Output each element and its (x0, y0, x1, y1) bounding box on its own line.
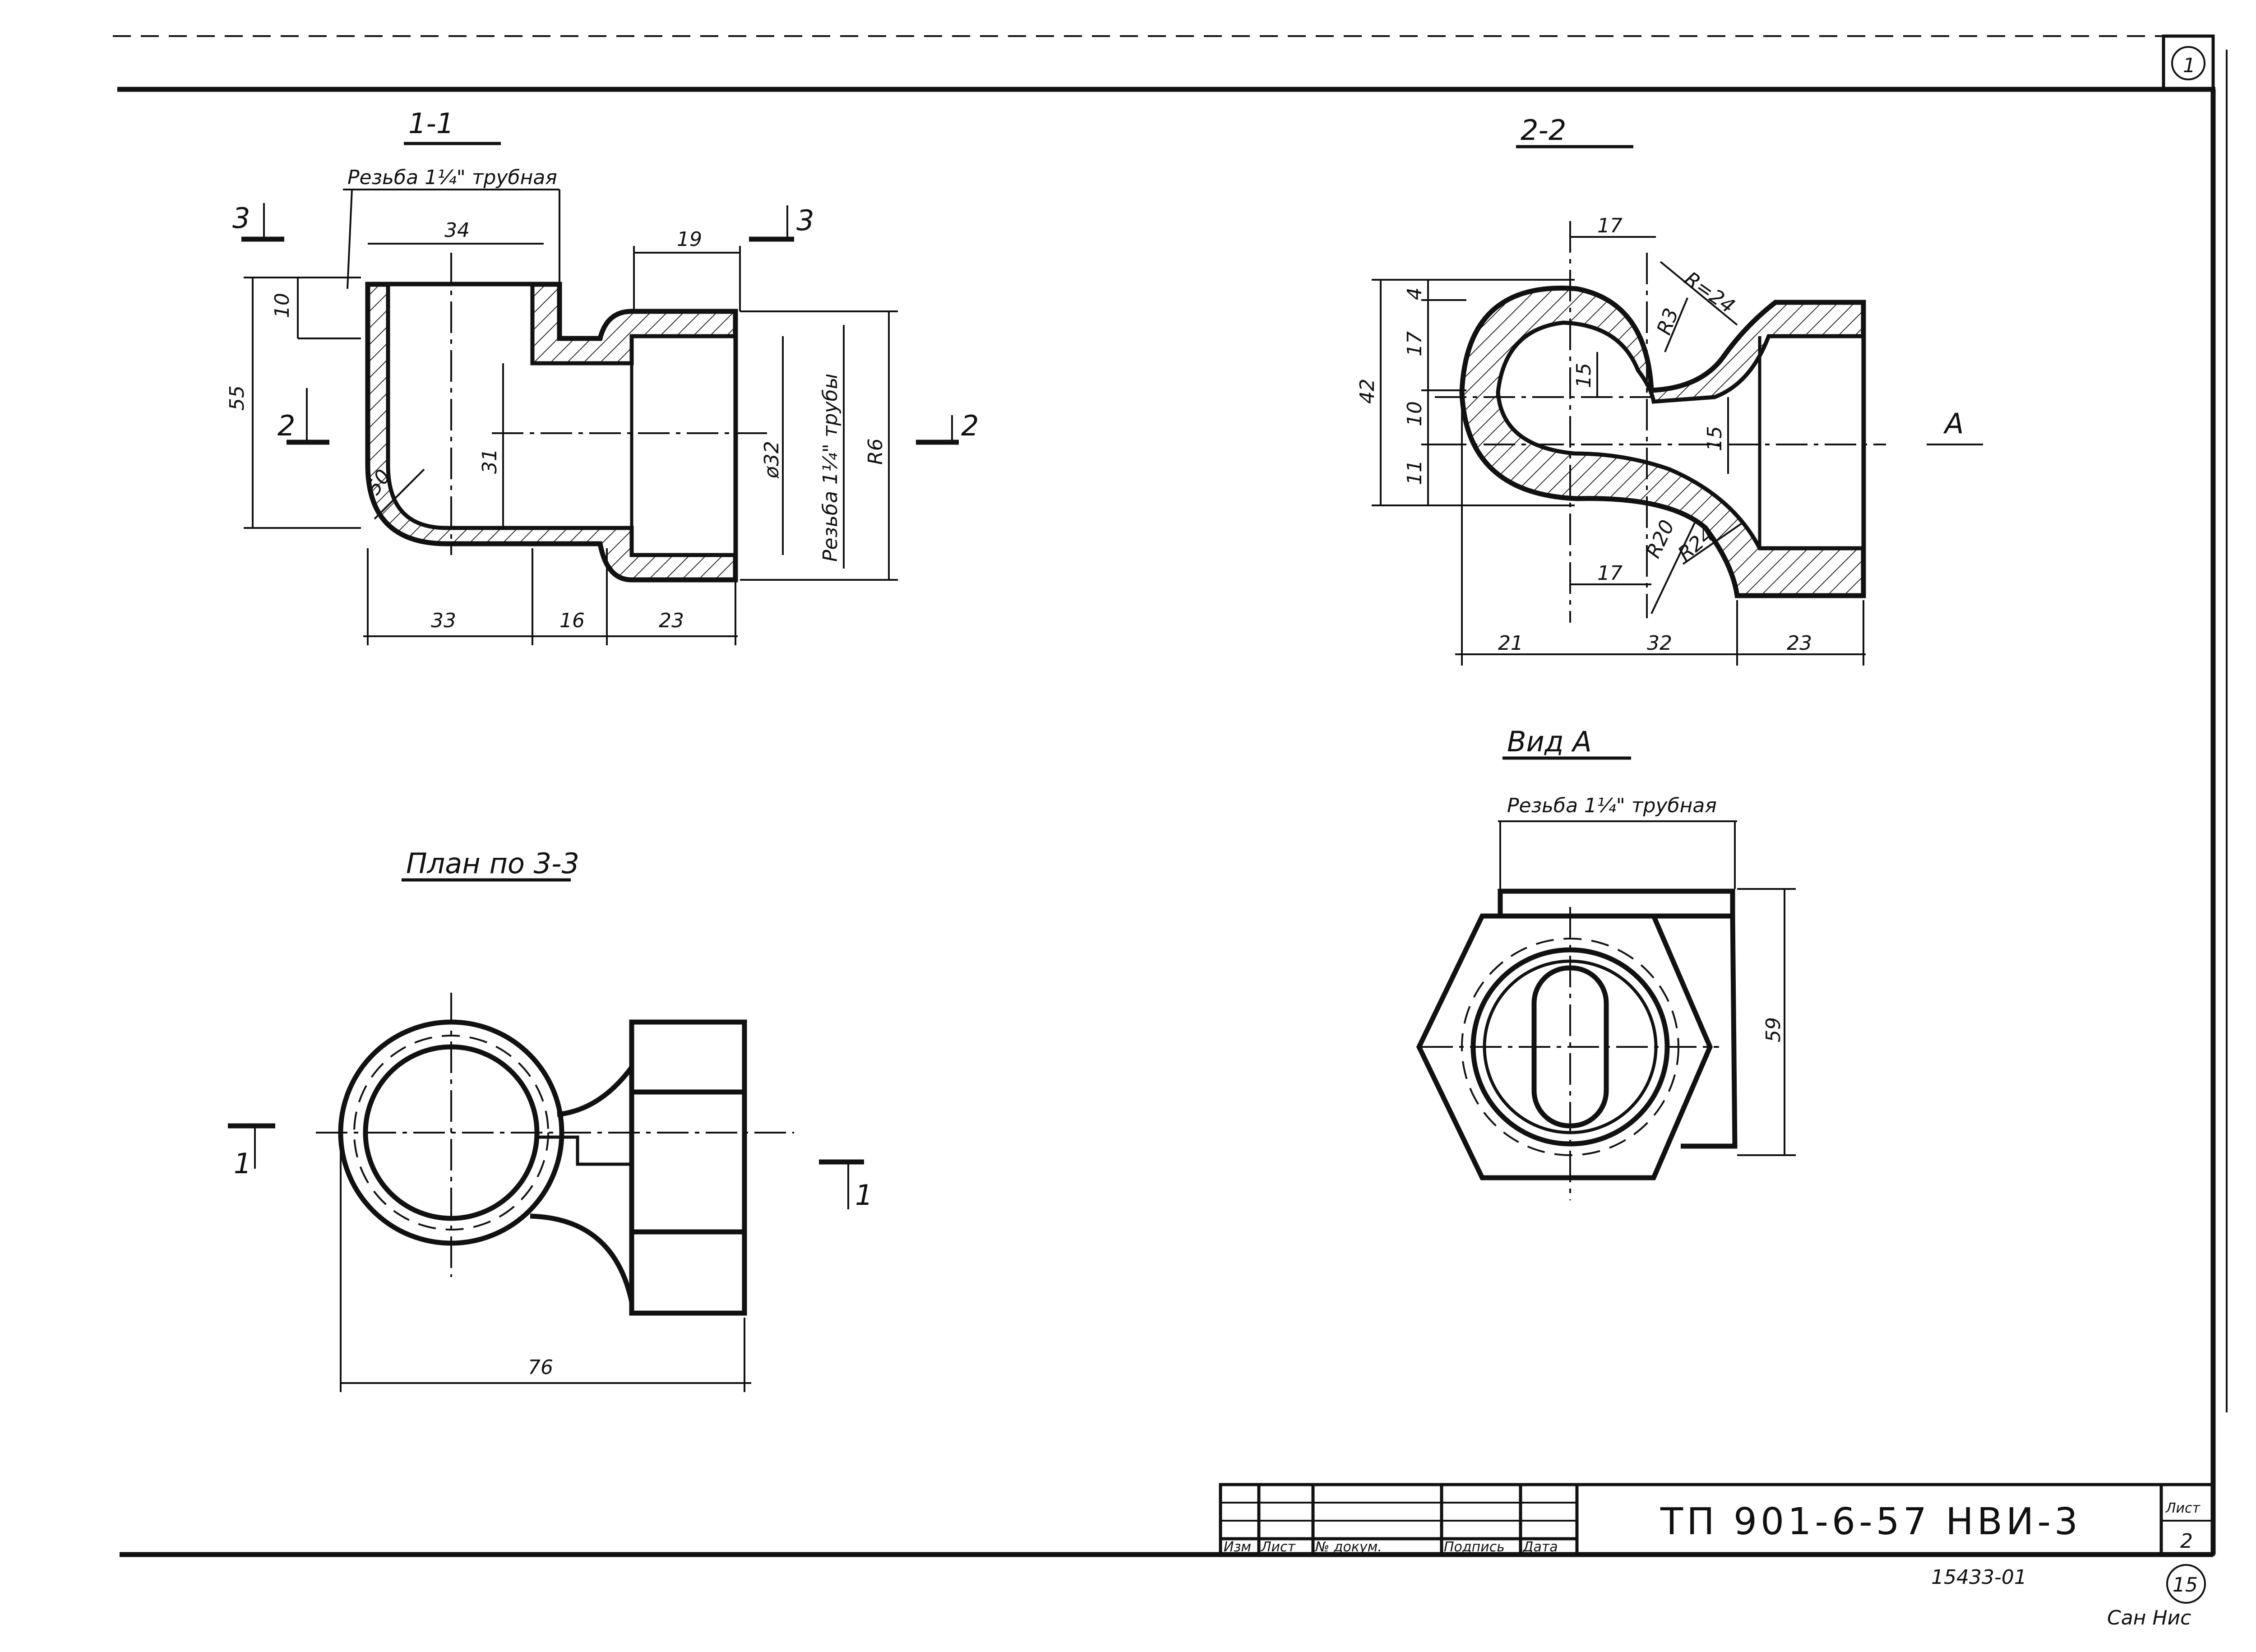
stamp-circle (2166, 1564, 2206, 1604)
stamp-number: 15 (2173, 1573, 2198, 1596)
sheet-label: Лист (2165, 1500, 2201, 1516)
section-1-1-thread-note-right: Резьба 1¼" трубы (819, 374, 842, 562)
dim-21: 21 (1498, 632, 1523, 655)
dim-17-top: 17 (1597, 214, 1623, 237)
corner-number: 1 (2183, 54, 2196, 77)
title-block-col-signature: Подпись (1444, 1539, 1505, 1555)
dim-4: 4 (1403, 287, 1426, 300)
signature: Сан Нис (2107, 1606, 2191, 1629)
cut-marker-3-right: 3 (796, 204, 814, 237)
title-block-col-document: № докум. (1314, 1539, 1382, 1555)
cut-marker-3-left: 3 (232, 202, 250, 235)
section-1-1: 1-1 Резьба 1¼" трубная 34 19 55 10 31 ø3… (226, 107, 979, 645)
dim-diameter-32: ø32 (760, 441, 783, 479)
dim-11: 11 (1403, 460, 1426, 485)
title-block: Изм Лист № докум. Подпись Дата ТП 901-6-… (1219, 1483, 2215, 1556)
dim-r24-top: R=24 (1680, 267, 1739, 318)
dim-32: 32 (1647, 632, 1672, 655)
dim-23: 23 (1787, 632, 1812, 655)
dim-17-bottom: 17 (1597, 562, 1623, 585)
dim-16: 16 (559, 609, 585, 632)
dim-50: R6 (864, 438, 887, 465)
dim-42: 42 (1356, 379, 1379, 404)
dim-19: 19 (677, 228, 702, 251)
dim-17-left: 17 (1403, 331, 1426, 356)
dim-33: 33 (431, 609, 456, 632)
plan-nut (629, 1019, 747, 1316)
view-marker-a: A (1943, 407, 1964, 440)
dim-15-center: 15 (1572, 363, 1595, 388)
cut-marker-1-right: 1 (855, 1179, 873, 1212)
sheet-number: 2 (2180, 1530, 2193, 1553)
dim-10: 10 (271, 293, 294, 318)
cut-marker-2-right: 2 (961, 409, 979, 442)
bottom-notes: 15433-01 15 Сан Нис (1931, 1564, 2206, 1629)
dim-r3: R3 (1652, 305, 1683, 338)
view-a: Вид А Резьба 1¼" трубная 59 (1416, 725, 1796, 1200)
view-a-title: Вид А (1507, 725, 1592, 758)
document-code: ТП 901-6-57 НВИ-3 (1660, 1500, 2081, 1543)
plan-3-3: План по 3-3 1 1 76 (228, 847, 873, 1392)
dim-55: 55 (226, 385, 249, 411)
hex-nut (1416, 913, 1713, 1180)
section-2-2: 2-2 A 17 R=24 R3 42 4 17 10 11 15 (1356, 114, 1983, 666)
cut-marker-2-left: 2 (277, 409, 295, 442)
dim-76: 76 (528, 1356, 553, 1379)
title-block-col-change: Изм (1224, 1539, 1251, 1555)
plan-3-3-title: План по 3-3 (406, 847, 579, 880)
view-a-top-flange (1498, 888, 1735, 919)
inventory-number: 15433-01 (1931, 1566, 2027, 1589)
dim-10: 10 (1403, 401, 1426, 426)
cut-marker-1-left: 1 (234, 1147, 251, 1180)
section-2-2-title: 2-2 (1521, 114, 1566, 147)
sheet-frame: 1 (113, 34, 2228, 1557)
section-1-1-bore (386, 282, 738, 557)
section-1-1-title: 1-1 (408, 107, 454, 140)
section-1-1-thread-note: Резьба 1¼" трубная (347, 166, 557, 189)
view-a-thread-note: Резьба 1¼" трубная (1507, 794, 1717, 817)
title-block-col-date: Дата (1522, 1539, 1558, 1555)
corner-number-circle (2171, 46, 2205, 80)
dim-31: 31 (478, 449, 501, 474)
title-block-col-sheet: Лист (1261, 1539, 1296, 1555)
dim-59: 59 (1762, 1017, 1785, 1042)
dim-15-right: 15 (1703, 426, 1726, 451)
dim-34: 34 (444, 219, 470, 242)
dim-23: 23 (659, 609, 684, 632)
